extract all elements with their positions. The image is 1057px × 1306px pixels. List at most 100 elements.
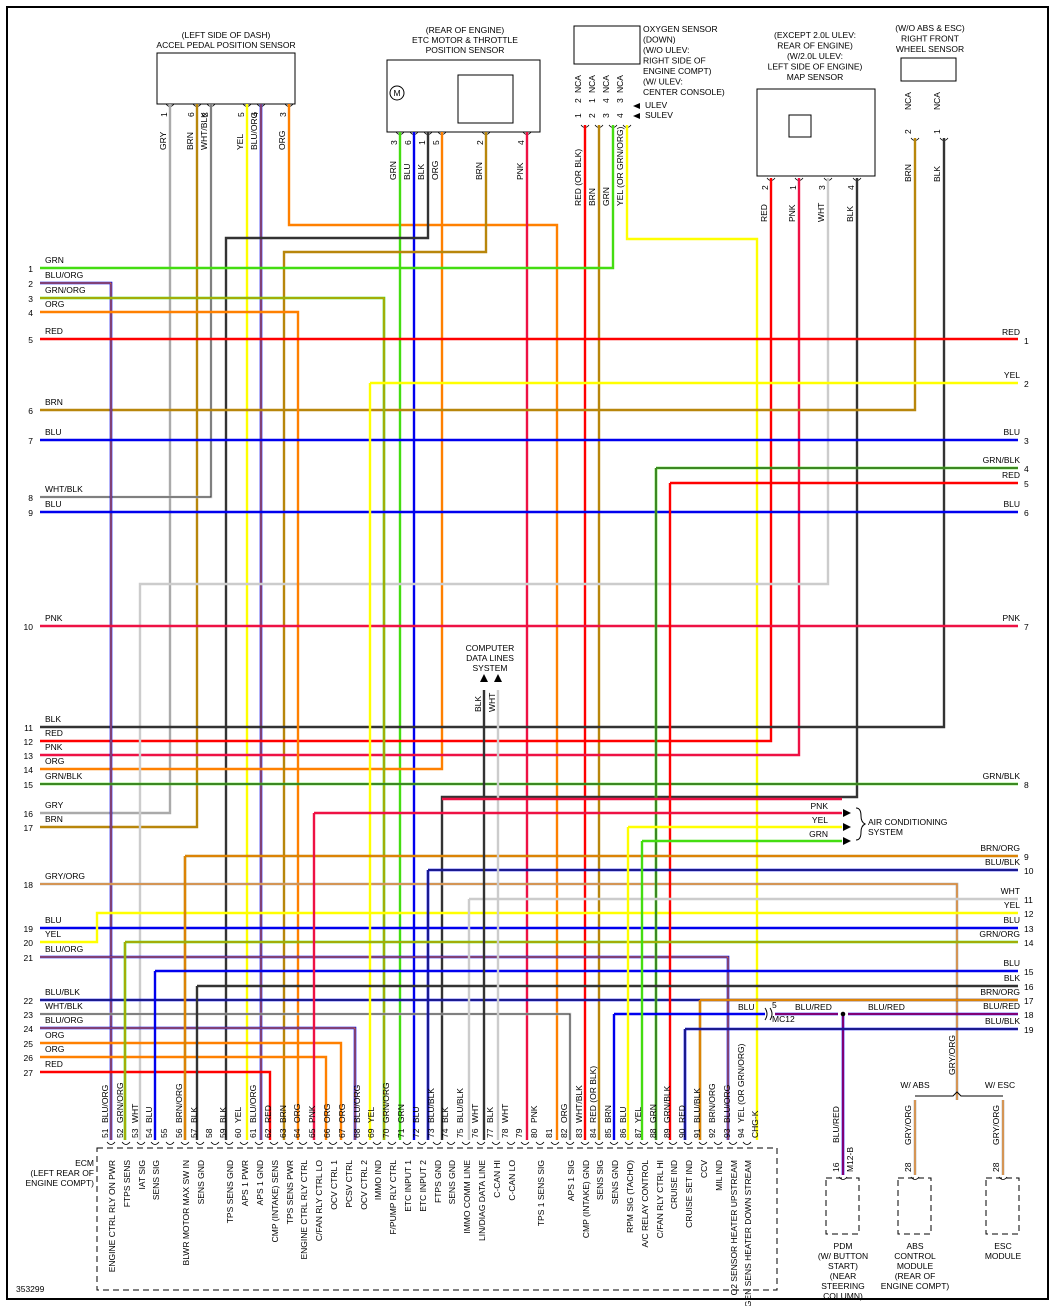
left-wire-color: BLU <box>45 427 62 437</box>
wire-blk <box>40 138 946 729</box>
ecm-wire-color: PNK <box>529 1105 539 1123</box>
etc-title: ETC MOTOR & THROTTLE <box>412 35 518 45</box>
ecm-pin-function: F/PUMP RLY CTRL <box>388 1160 398 1235</box>
apps-title: (LEFT SIDE OF DASH) <box>182 30 271 40</box>
map-wire-color: RED <box>759 204 769 222</box>
connector-pin-icon <box>254 1141 264 1145</box>
etc-wire-color: BLK <box>416 164 426 180</box>
ecm-pin-function: O2 SENSOR HEATER UPSTREAM <box>729 1160 739 1295</box>
ecm-pin-number: 94 <box>736 1128 746 1138</box>
wire-grn <box>40 125 615 270</box>
ecm-pin-function: CRUISE SET IND <box>684 1160 694 1228</box>
connector-pin-icon <box>106 1141 116 1145</box>
data-line-wire-color: WHT <box>487 693 497 712</box>
o2-sulev-pin: 3 <box>601 113 611 118</box>
ecm-pin-function: TPS 1 SENS SIG <box>536 1160 546 1226</box>
o2-ulev-pin: 4 <box>601 98 611 103</box>
etc-pin-number: 2 <box>475 140 485 145</box>
ecm-wire-color: BRN/ORG <box>174 1083 184 1123</box>
connector-pin-icon <box>742 1141 752 1145</box>
map-title: (EXCEPT 2.0L ULEV: <box>774 30 856 40</box>
ecm-title: (LEFT REAR OF <box>30 1168 94 1178</box>
data-line-arrow-icon <box>480 674 488 682</box>
connector-pin-icon <box>476 1141 486 1145</box>
left-wire-color: BLU <box>45 499 62 509</box>
wire-org <box>40 132 444 771</box>
ecm-pin-number: 67 <box>337 1128 347 1138</box>
ecm-pin-function: RPM SIG (TACHO) <box>625 1160 635 1233</box>
ecm-pin-function: CMP (INTAKE) GND <box>581 1160 591 1238</box>
esc-box <box>985 1177 1020 1235</box>
ecm-pin-function: SENS SIG <box>595 1160 605 1200</box>
ecm-pin-number: 51 <box>100 1128 110 1138</box>
ecm-wire-color: BRN <box>278 1105 288 1123</box>
right-wire-color: BRN/ORG <box>980 843 1020 853</box>
ecm-pin-number: 73 <box>426 1128 436 1138</box>
right-connector-number: 4 <box>1024 464 1029 474</box>
o2-ulev-pin: 3 <box>615 98 625 103</box>
left-wire-color: PNK <box>45 742 63 752</box>
pdm-pin: 16 <box>831 1162 841 1172</box>
apps-sensor-box <box>156 52 296 105</box>
left-connector-number: 10 <box>24 622 34 632</box>
left-wire-color: GRN <box>45 255 64 265</box>
right-wire-color: YEL <box>1004 370 1020 380</box>
left-connector-number: 11 <box>24 723 33 733</box>
ac-system-title: SYSTEM <box>868 827 903 837</box>
connector-pin-icon <box>550 1141 560 1145</box>
abs-name: (REAR OF <box>895 1271 936 1281</box>
map-pin-number: 4 <box>846 185 856 190</box>
wss-nca: NCA <box>903 92 913 110</box>
ecm-pin-function: OCV CTRL 1 <box>329 1160 339 1210</box>
computer-data-lines-title: DATA LINES <box>466 653 514 663</box>
ecm-wire-color: BLU/ORG <box>248 1085 258 1123</box>
etc-pin-number: 6 <box>403 140 413 145</box>
ecm-pin-function: ENGINE CTRL RLY ON PWR <box>107 1160 117 1272</box>
left-connector-number: 13 <box>24 751 34 761</box>
apps-wire-color: YEL <box>235 134 245 150</box>
connector-pin-icon <box>491 1141 501 1145</box>
wss-sensor-box <box>900 57 957 82</box>
ac-system-title: AIR CONDITIONING <box>868 817 947 827</box>
wire-org <box>40 310 300 1140</box>
connector-pin-icon <box>239 1141 249 1145</box>
o2-ulev-pin: 2 <box>573 98 583 103</box>
right-wire-color: WHT <box>1001 886 1020 896</box>
etc-pin-number: 3 <box>389 140 399 145</box>
ecm-wire-color: WHT/BLK <box>574 1085 584 1123</box>
etc-wire-color: GRN <box>388 161 398 180</box>
wire-wht-blk <box>40 104 213 499</box>
connector-pin-icon <box>180 1141 190 1145</box>
right-connector-number: 19 <box>1024 1025 1034 1035</box>
wire-pnk <box>40 178 801 757</box>
ecm-pin-number: 89 <box>662 1128 672 1138</box>
right-connector-number: 9 <box>1024 852 1029 862</box>
ecm-wire-color: YEL <box>633 1107 643 1123</box>
ecm-wire-color: BLK <box>189 1107 199 1123</box>
apps-pin-number: 2 <box>200 112 210 117</box>
ecm-pin-function: C/FAN RLY CTRL HI <box>655 1160 665 1238</box>
right-wire-color: BLK <box>1004 973 1020 983</box>
esc-pin: 28 <box>991 1162 1001 1172</box>
connector-pin-icon <box>713 1141 723 1145</box>
apps-pin-number: 1 <box>159 112 169 117</box>
ac-wire-color: GRN <box>809 829 828 839</box>
right-connector-number: 17 <box>1024 996 1034 1006</box>
ecm-pin-function: MIL IND <box>714 1160 724 1191</box>
ecm-wire-color: BRN <box>603 1105 613 1123</box>
connector-pin-icon <box>683 1141 693 1145</box>
ecm-pin-number: 62 <box>263 1128 273 1138</box>
motor-label: M <box>393 88 400 98</box>
apps-wire-color: WHT/BLK <box>199 112 209 150</box>
left-connector-number: 12 <box>24 737 34 747</box>
ecm-wire-color: WHT <box>130 1104 140 1123</box>
wire-brn <box>40 138 917 412</box>
abs-name: CONTROL <box>894 1251 936 1261</box>
pdm-name: (W/ BUTTON <box>818 1251 868 1261</box>
wire-grn-org <box>40 296 386 1140</box>
wss-title: (W/O ABS & ESC) <box>895 23 965 33</box>
ecm-box <box>96 1147 778 1291</box>
ecm-pin-function: IAT SIG <box>137 1160 147 1189</box>
ecm-wire-color: GRN/ORG <box>381 1082 391 1123</box>
ecm-wire-color: YEL (OR GRN/ORG) <box>736 1043 746 1123</box>
